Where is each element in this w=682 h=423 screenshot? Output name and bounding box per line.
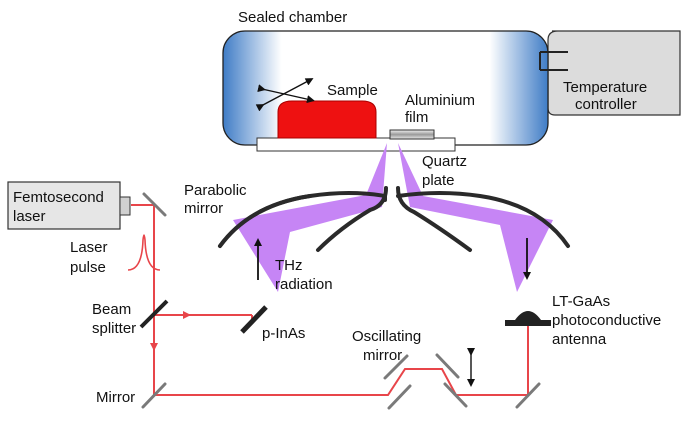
thz-direction-arrows: [254, 238, 531, 280]
laser-pulse-label-1: Laser: [70, 239, 108, 256]
mirror-label: Mirror: [96, 389, 135, 406]
quartz-plate-label-2: plate: [422, 172, 455, 189]
femtosecond-laser-label-2: laser: [13, 208, 46, 225]
laser-beam-arrow-right: [183, 311, 191, 319]
bottom-left-mirror: [141, 382, 167, 409]
p-inas-emitter: [240, 305, 268, 334]
laser-pulse-label-2: pulse: [70, 259, 106, 276]
oscillating-mirror-1: [383, 354, 409, 380]
quartz-plate-label-1: Quartz: [422, 153, 467, 170]
top-steering-mirror: [142, 192, 167, 217]
aluminium-film-label-2: film: [405, 109, 428, 126]
sample-stage: [256, 137, 456, 152]
parabolic-mirror-label-1: Parabolic: [184, 182, 247, 199]
thz-radiation-label-2: radiation: [275, 276, 333, 293]
temperature-controller-label-2: controller: [575, 96, 637, 113]
lt-gaas-label-1: LT-GaAs: [552, 293, 610, 310]
laser-pulse-waveform: [127, 234, 161, 271]
sealed-chamber: Sealed chamber: [222, 9, 549, 146]
parabolic-mirror-label-2: mirror: [184, 200, 223, 217]
femtosecond-laser-label-1: Femtosecond: [13, 189, 104, 206]
thz-beam: [233, 143, 553, 292]
parabolic-mirror-tips: [316, 186, 472, 252]
femtosecond-laser: Femtosecond laser: [7, 181, 131, 230]
temperature-controller-label-1: Temperature: [563, 79, 647, 96]
oscillating-mirror-2: [435, 353, 460, 379]
temperature-controller: Temperature controller: [547, 30, 681, 116]
oscillating-mirror-label-2: mirror: [363, 347, 402, 364]
laser-beam-arrow-down: [150, 343, 158, 351]
oscillating-mirror-label-1: Oscillating: [352, 328, 421, 345]
beam-splitter-label-2: splitter: [92, 320, 136, 337]
aluminium-film: [389, 129, 435, 140]
optics-mirrors: [141, 192, 541, 410]
sample-label: Sample: [327, 82, 378, 99]
sample-motion-arrows: [255, 78, 315, 112]
lt-gaas-label-3: antenna: [552, 331, 607, 348]
sealed-chamber-label: Sealed chamber: [238, 9, 347, 26]
laser-beam-path: [131, 204, 529, 396]
beam-splitter: [139, 299, 169, 329]
bottom-right-mirror: [515, 382, 541, 409]
sample: [277, 100, 377, 139]
chamber-controller-connector: [539, 51, 568, 71]
thz-radiation-label-1: THz: [275, 257, 303, 274]
parabolic-mirrors: [218, 191, 570, 248]
lt-gaas-antenna: [505, 311, 551, 326]
aluminium-film-label-1: Aluminium: [405, 92, 475, 109]
delay-mirror-1: [387, 384, 412, 410]
beam-splitter-label-1: Beam: [92, 301, 131, 318]
delay-mirror-2: [443, 382, 468, 408]
lt-gaas-label-2: photoconductive: [552, 312, 661, 329]
p-inas-label: p-InAs: [262, 325, 305, 342]
